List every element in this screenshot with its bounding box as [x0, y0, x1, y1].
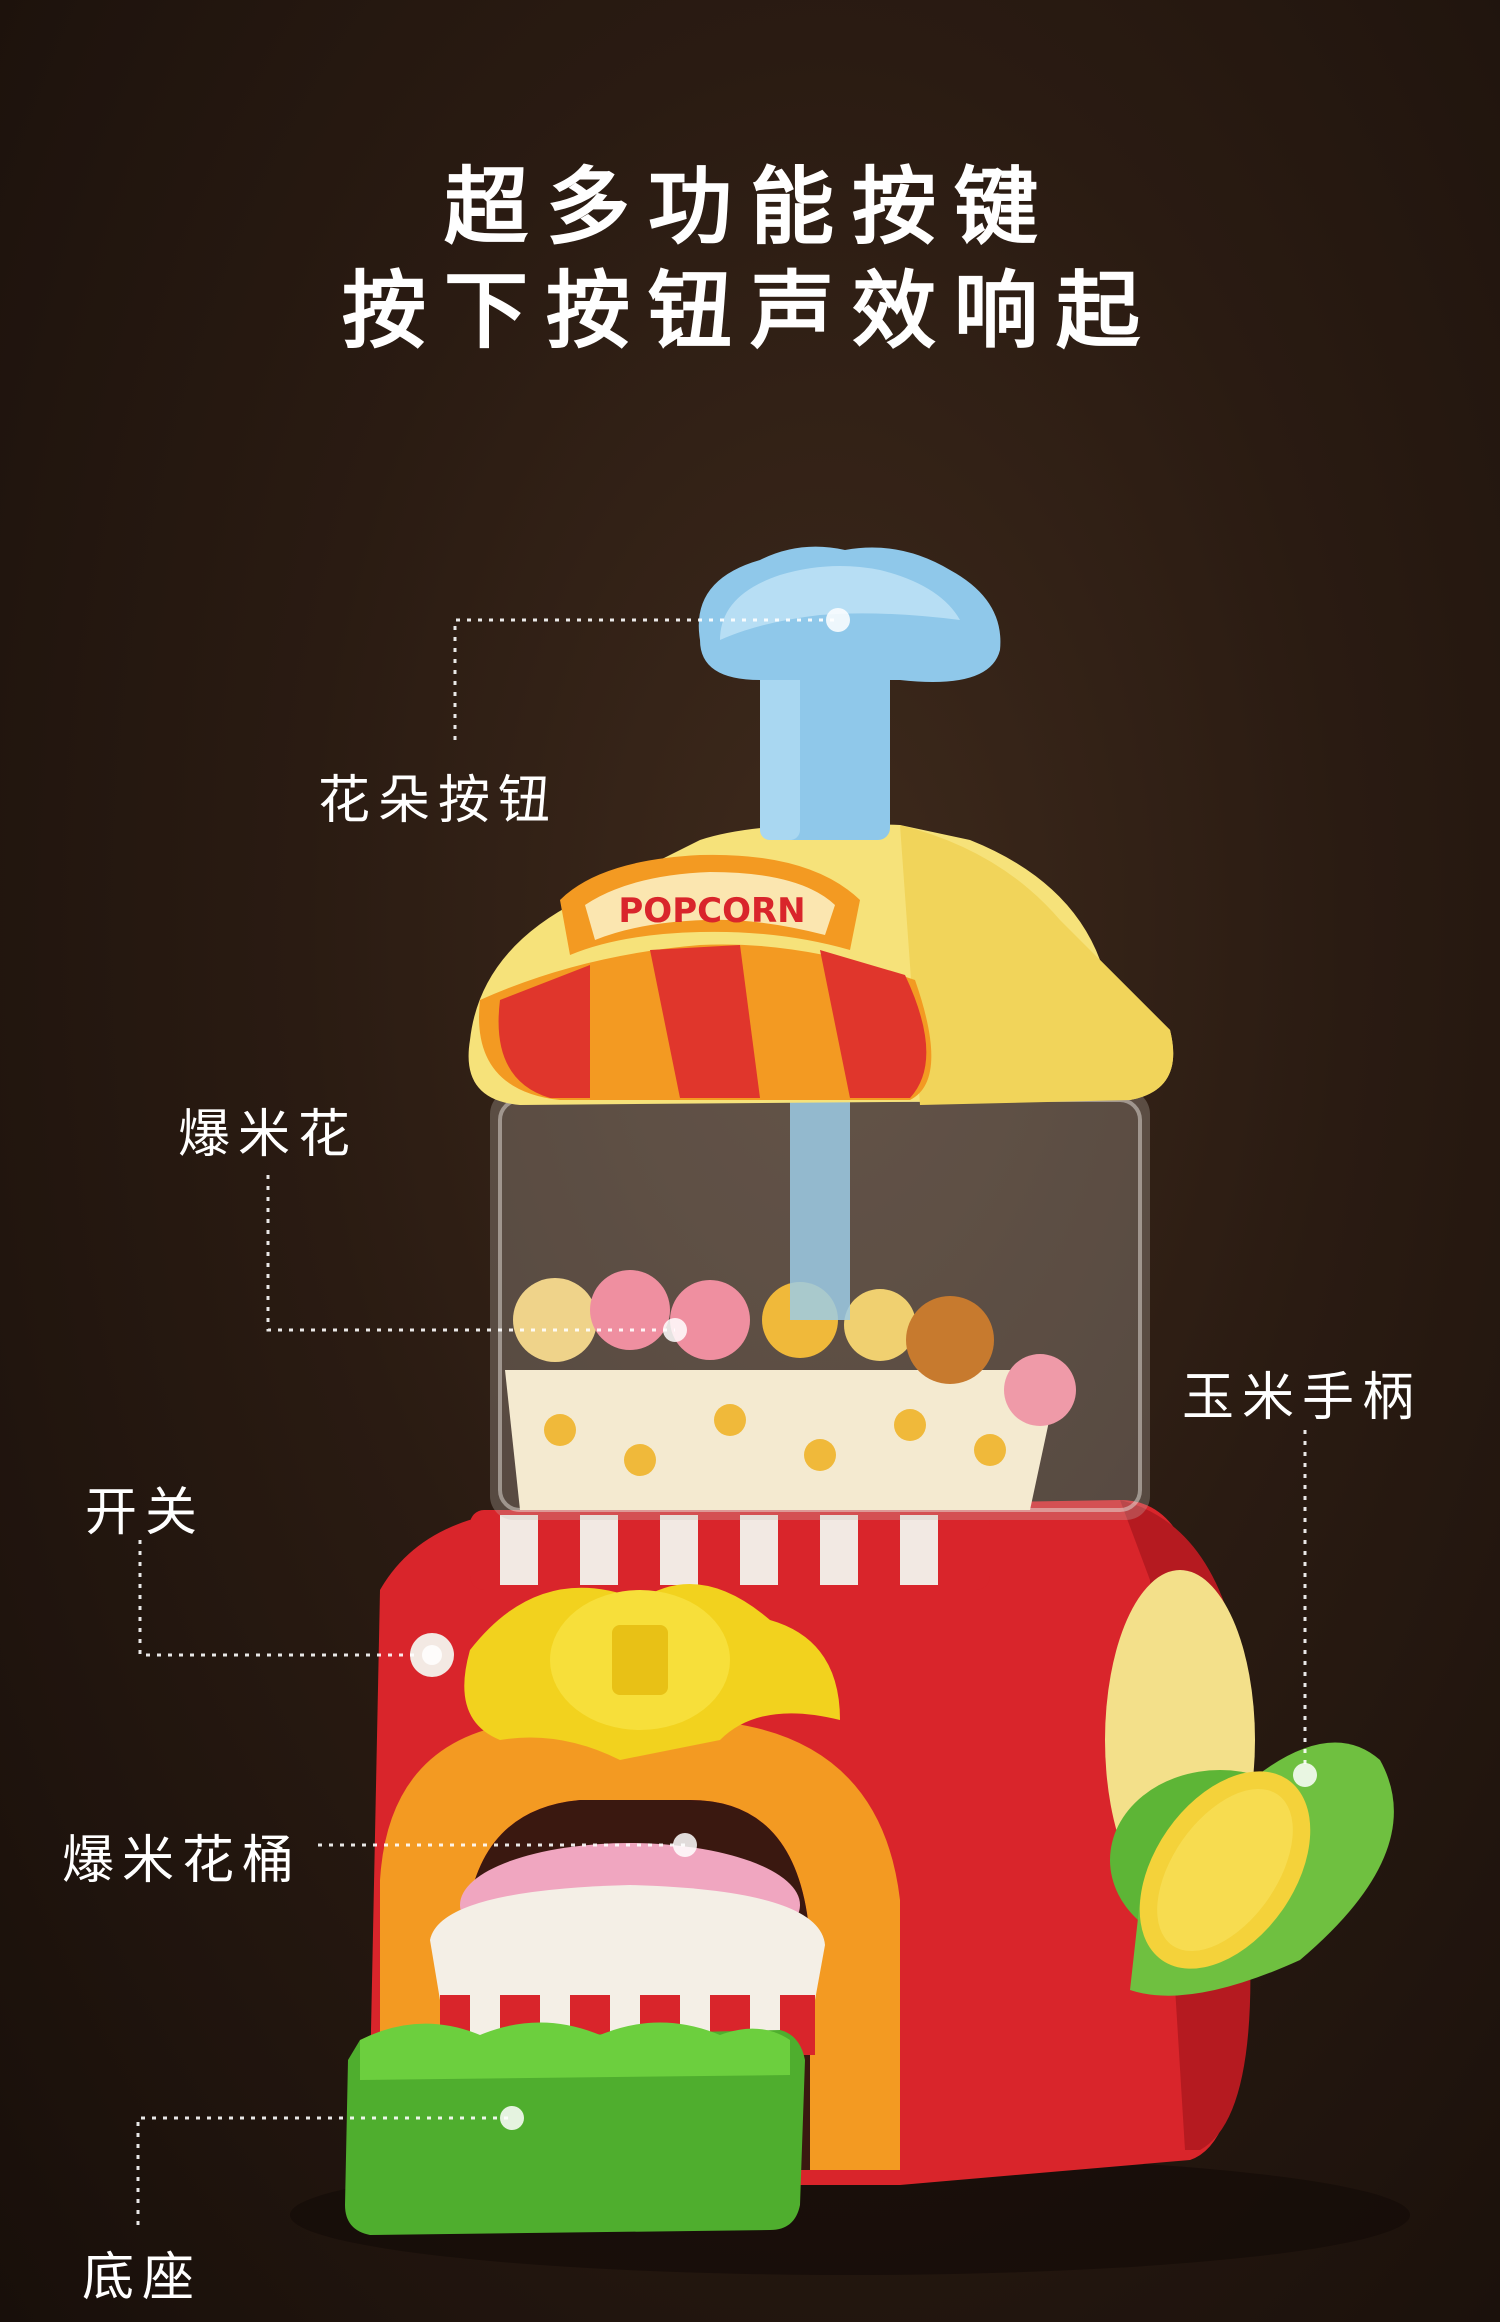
callout-label-corn-handle: 玉米手柄 [1182, 1368, 1423, 1428]
popcorn-sign-text: POPCORN [618, 891, 805, 931]
callout-label-flower-button: 花朵按钮 [318, 771, 559, 831]
headline-line-2: 按下按钮声效响起 [341, 262, 1158, 360]
headline-line-1: 超多功能按键 [443, 158, 1056, 256]
callout-dot-corn-handle [1293, 1763, 1317, 1787]
callout-label-base: 底座 [82, 2248, 203, 2308]
callout-line-switch [138, 1540, 420, 1657]
callout-dot-base [500, 2106, 524, 2130]
callout-line-popcorn [266, 1175, 675, 1332]
callout-dot-switch [422, 1645, 442, 1665]
callout-label-popcorn: 爆米花 [178, 1105, 359, 1165]
callout-dot-popcorn [663, 1318, 687, 1342]
callout-dot-popcorn-bucket [673, 1833, 697, 1857]
callout-line-base [136, 2116, 512, 2225]
callout-label-switch: 开关 [85, 1483, 206, 1543]
callout-dot-flower-button [826, 608, 850, 632]
callout-label-popcorn-bucket: 爆米花桶 [62, 1831, 303, 1891]
callout-line-flower-button [453, 618, 838, 740]
